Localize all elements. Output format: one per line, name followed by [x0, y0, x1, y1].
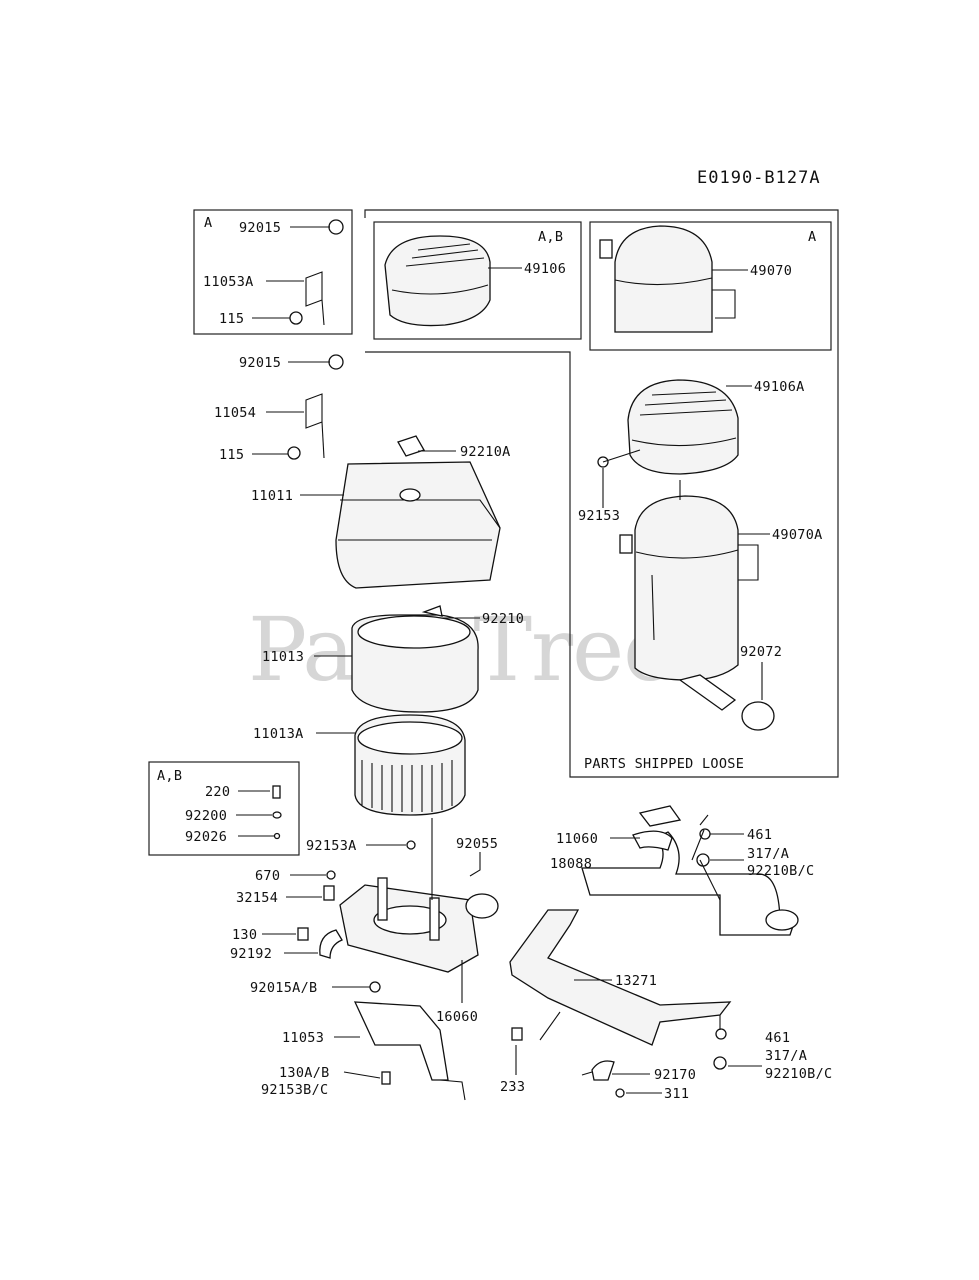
callout-92210B-C: 92210B/C	[747, 863, 814, 879]
callout-32154: 32154	[236, 890, 278, 906]
callout-49106: 49106	[524, 261, 566, 277]
callout-49106A: 49106A	[754, 379, 805, 395]
callout-92210: 92210	[482, 611, 524, 627]
callout-49070: 49070	[750, 263, 792, 279]
callout-92170: 92170	[654, 1067, 696, 1083]
callout-92055: 92055	[456, 836, 498, 852]
callout-92015: 92015	[239, 220, 281, 236]
callout-92015: 92015	[239, 355, 281, 371]
callout-11053A: 11053A	[203, 274, 254, 290]
callout-92200: 92200	[185, 808, 227, 824]
paper-element-11013A-drawing	[354, 714, 466, 816]
bracket-11053A-drawing	[289, 219, 344, 326]
callout-11060: 11060	[556, 831, 598, 847]
callout-233: 233	[500, 1079, 525, 1095]
cover-49106-drawing	[384, 235, 491, 327]
box-variant-a-bracket	[193, 209, 353, 335]
air-cleaner-cover-11011-drawing	[335, 435, 501, 589]
callout-92210B-C: 92210B/C	[765, 1066, 832, 1082]
box-variant-label: A,B	[157, 768, 182, 784]
muffler-49070-drawing	[599, 225, 736, 333]
callout-49070A: 49070A	[772, 527, 823, 543]
bracket-13271-drawing	[509, 909, 732, 1098]
box-variant-ab-hardware	[148, 761, 300, 856]
callout-92072: 92072	[740, 644, 782, 660]
callout-13271: 13271	[615, 973, 657, 989]
box-parts-shipped-loose	[364, 209, 839, 778]
callout-11054: 11054	[214, 405, 256, 421]
callout-92153A: 92153A	[306, 838, 357, 854]
bracket-11053-drawing	[353, 1001, 466, 1101]
callout-461: 461	[765, 1030, 790, 1046]
callout-317-A: 317/A	[765, 1048, 807, 1064]
parts-shipped-loose-label: PARTS SHIPPED LOOSE	[584, 756, 744, 772]
air-cleaner-base-16060-drawing	[297, 840, 499, 993]
callout-311: 311	[664, 1086, 689, 1102]
callout-labels: 92015 11053A 115 49106 49070 92015 11054…	[185, 220, 832, 1102]
callout-317-A: 317/A	[747, 846, 789, 862]
foam-precleaner-11013-drawing	[351, 605, 479, 713]
callout-11011: 11011	[251, 488, 293, 504]
box-variant-label: A	[808, 229, 816, 245]
diagram-code: E0190-B127A	[697, 168, 821, 188]
bracket-11054-drawing	[287, 354, 344, 460]
callout-16060: 16060	[436, 1009, 478, 1025]
callout-115: 115	[219, 447, 244, 463]
callout-92192: 92192	[230, 946, 272, 962]
box-variant-label: A,B	[538, 229, 563, 245]
nut-hardware-right	[696, 828, 727, 1070]
callout-92026: 92026	[185, 829, 227, 845]
callout-92153: 92153	[578, 508, 620, 524]
callout-92210A: 92210A	[460, 444, 511, 460]
callout-92153B-C: 92153B/C	[261, 1082, 328, 1098]
callout-670: 670	[255, 868, 280, 884]
callout-11053: 11053	[282, 1030, 324, 1046]
box-cover-variant-a	[589, 221, 832, 351]
callout-220: 220	[205, 784, 230, 800]
callout-130A-B: 130A/B	[279, 1065, 330, 1081]
callout-115: 115	[219, 311, 244, 327]
callout-11013: 11013	[262, 649, 304, 665]
callout-461: 461	[747, 827, 772, 843]
callout-18088: 18088	[550, 856, 592, 872]
exhaust-pipe-18088-drawing	[581, 805, 799, 936]
callout-92015A-B: 92015A/B	[250, 980, 317, 996]
leader-lines	[236, 226, 770, 1094]
muffler-49070A-drawing	[619, 495, 775, 731]
callout-11013A: 11013A	[253, 726, 304, 742]
box-variant-label: A	[204, 215, 212, 231]
box-cover-variant-ab	[373, 221, 582, 340]
hardware-ab-drawings	[272, 785, 282, 840]
callout-130: 130	[232, 927, 257, 943]
cover-49106A-drawing	[597, 379, 739, 475]
